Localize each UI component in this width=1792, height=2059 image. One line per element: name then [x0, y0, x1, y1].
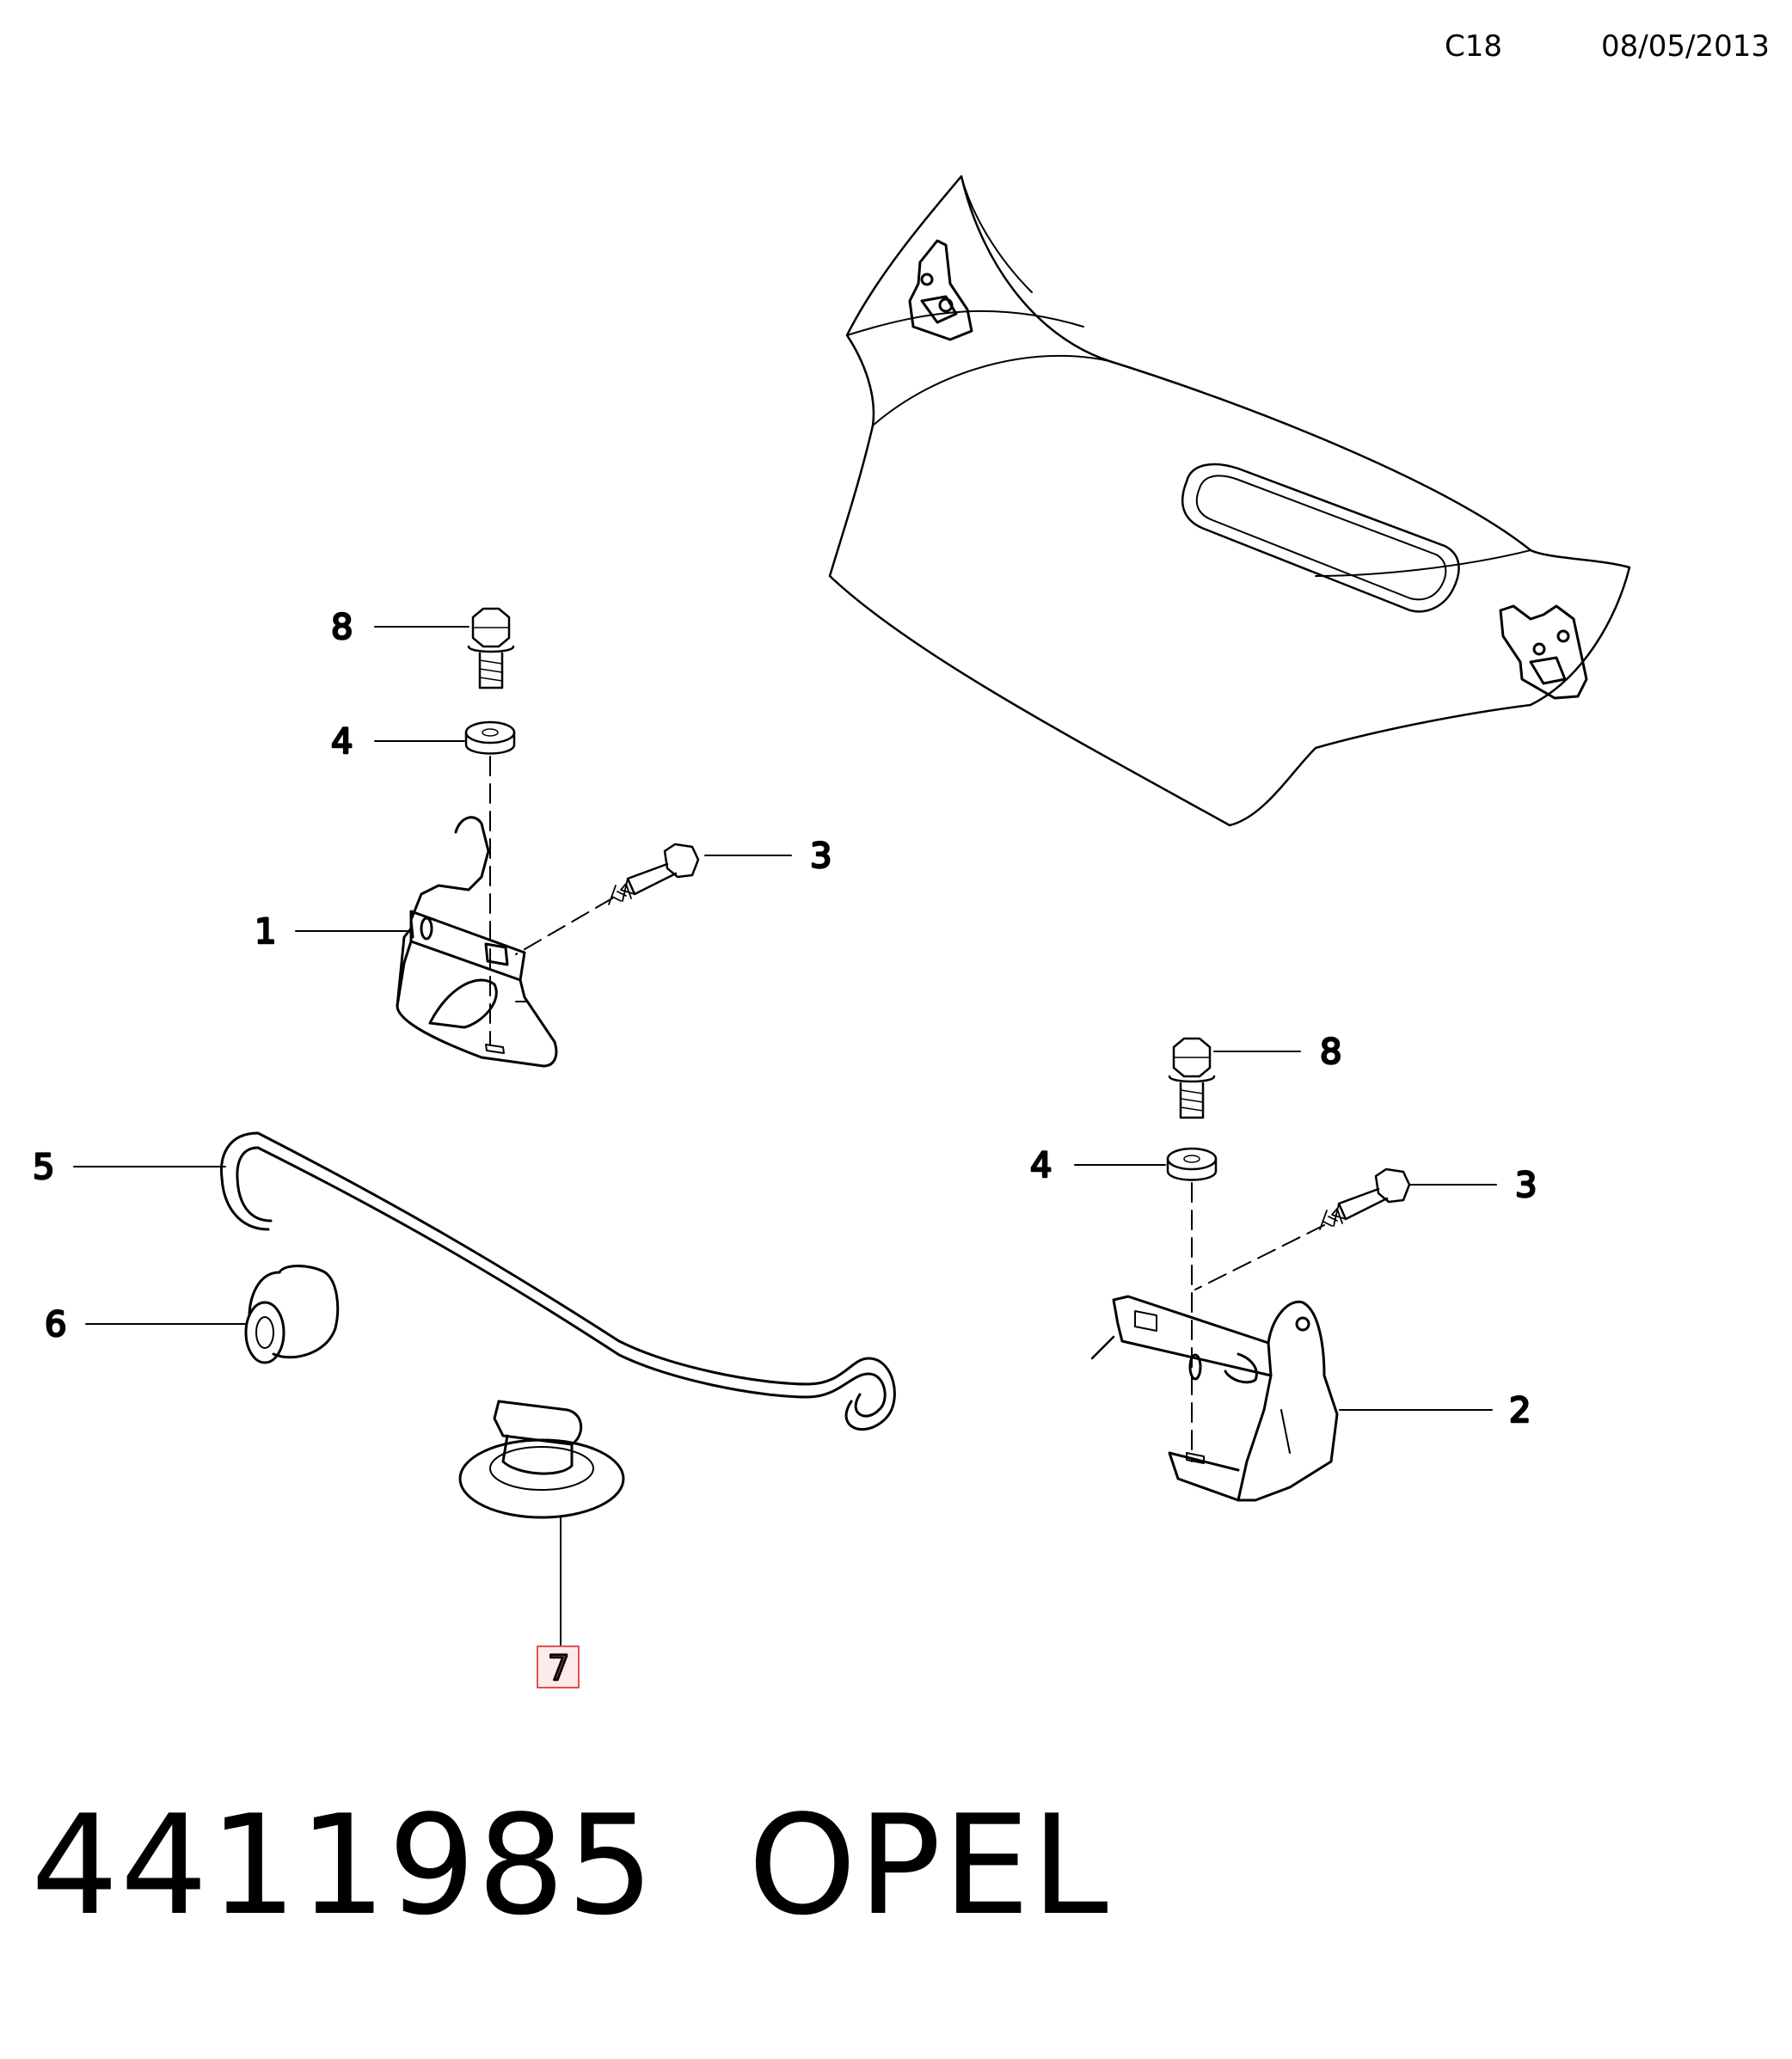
brand-name: OPEL	[748, 1785, 1110, 1946]
long-bolt-right	[1319, 1167, 1411, 1230]
hood-hinge-right-mini	[1499, 604, 1588, 700]
bolt-axis-right	[1194, 1224, 1325, 1290]
callout-8-right: 8	[1320, 1033, 1341, 1072]
leader-lines	[73, 626, 1497, 1651]
hood-hinge-left	[396, 816, 558, 1068]
hood-panel	[828, 175, 1631, 827]
hood-vent-outline	[1181, 463, 1460, 613]
callout-1: 1	[255, 912, 276, 952]
callout-4-left: 4	[331, 722, 353, 762]
hex-bolt-upper-right	[1168, 1037, 1216, 1119]
callout-7: 7	[548, 1649, 569, 1688]
bolt-axis-left	[515, 898, 613, 955]
callout-5: 5	[33, 1148, 54, 1187]
rubber-grommet	[244, 1265, 340, 1364]
sheet-code: C18	[1445, 29, 1503, 64]
callout-2: 2	[1509, 1391, 1531, 1431]
callout-6: 6	[45, 1305, 66, 1345]
hex-bolt-upper-left	[467, 607, 515, 689]
hood-prop-rod	[220, 1131, 896, 1431]
retaining-clip	[458, 1400, 625, 1519]
callout-7-highlight-box	[537, 1645, 580, 1688]
long-bolt-left	[608, 843, 700, 905]
hood-hinge-right	[1090, 1295, 1339, 1502]
hood-hinge-left-mini	[908, 239, 973, 341]
callout-4-right: 4	[1030, 1146, 1052, 1186]
callout-3-right: 3	[1515, 1166, 1537, 1205]
callout-8-left: 8	[331, 608, 353, 647]
washer-upper-left	[464, 720, 516, 755]
sheet-date: 08/05/2013	[1601, 29, 1770, 64]
washer-upper-right	[1166, 1147, 1218, 1181]
callout-3-left: 3	[810, 836, 832, 876]
part-number: 4411985	[31, 1785, 656, 1946]
